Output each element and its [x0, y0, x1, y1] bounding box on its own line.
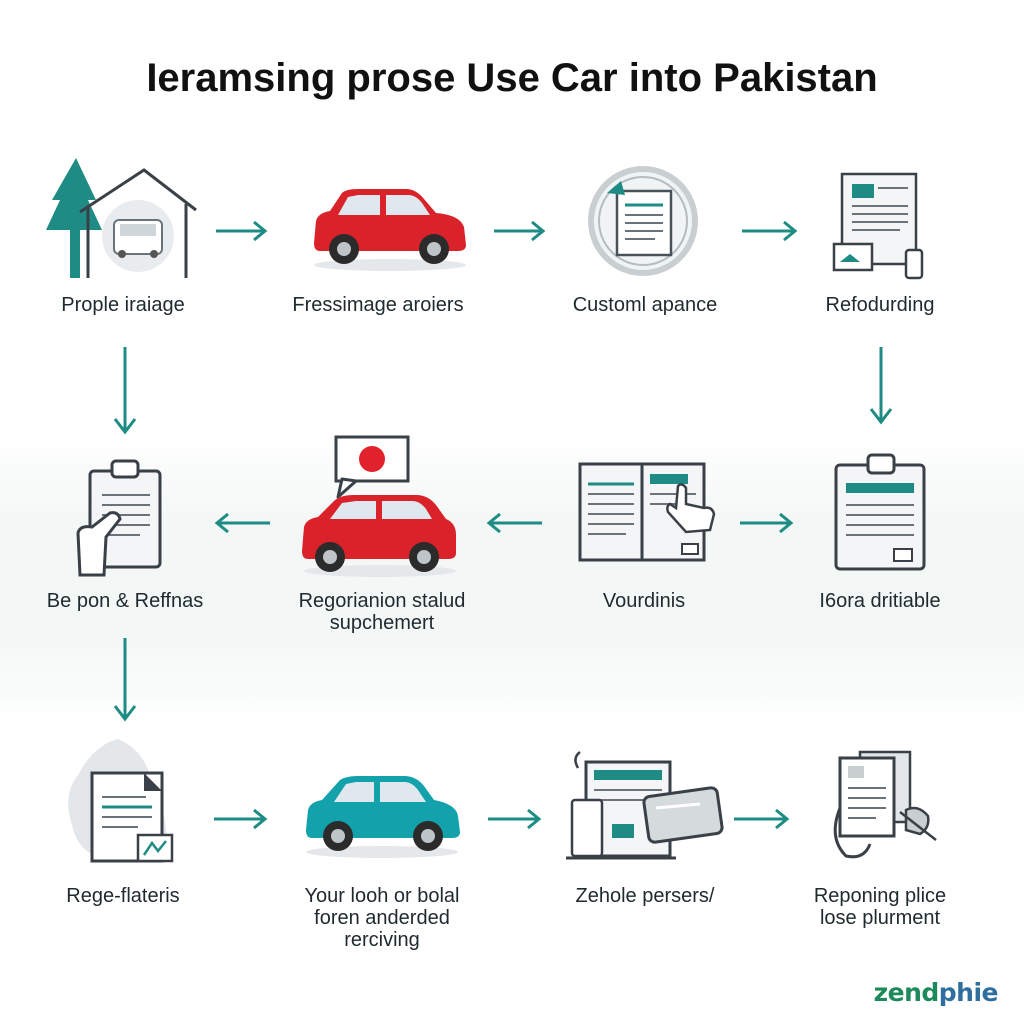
- car-japan-flag-icon: [302, 435, 456, 577]
- step-label: Prople iraiage: [61, 294, 185, 316]
- arrow-left-icon: [214, 512, 270, 534]
- arrow-down-icon: [113, 638, 137, 722]
- arrow-left-icon: [486, 512, 542, 534]
- document-screens-icon: [566, 751, 724, 860]
- step-label: Vourdinis: [602, 590, 686, 612]
- arrow-right-icon: [488, 808, 542, 830]
- red-car-icon: [314, 189, 466, 271]
- step-label: Refodurding: [825, 294, 935, 316]
- step-label: Customl apance: [572, 294, 718, 316]
- arrow-right-icon: [734, 808, 790, 830]
- documents-devices-icon: [832, 172, 924, 280]
- step-label: I6ora dritiable: [819, 590, 941, 612]
- arrow-right-icon: [742, 220, 798, 242]
- house-car-icon: [46, 158, 197, 278]
- page-title: Ieramsing prose Use Car into Pakistan: [146, 56, 878, 100]
- step-label: Be pon & Reffnas: [46, 590, 204, 612]
- brand-logo: zendphie: [873, 978, 999, 1007]
- arrow-down-icon: [869, 347, 893, 425]
- step-label: Rege-flateris: [66, 885, 180, 907]
- clipboard-hand-icon: [76, 459, 162, 577]
- step-label: Zehole persers/: [575, 885, 715, 907]
- arrow-right-icon: [214, 808, 268, 830]
- arrow-right-icon: [740, 512, 794, 534]
- clipboard-checklist-icon: [834, 453, 926, 571]
- arrow-down-icon: [113, 347, 137, 435]
- arrow-right-icon: [216, 220, 268, 242]
- document-stamp-icon: [68, 739, 174, 863]
- arrow-right-icon: [494, 220, 546, 242]
- customs-document-icon: [588, 166, 698, 276]
- documents-tool-icon: [833, 750, 937, 859]
- open-book-pointer-icon: [578, 462, 716, 562]
- teal-car-icon: [306, 776, 460, 858]
- step-label: Fressimage aroiers: [292, 294, 464, 316]
